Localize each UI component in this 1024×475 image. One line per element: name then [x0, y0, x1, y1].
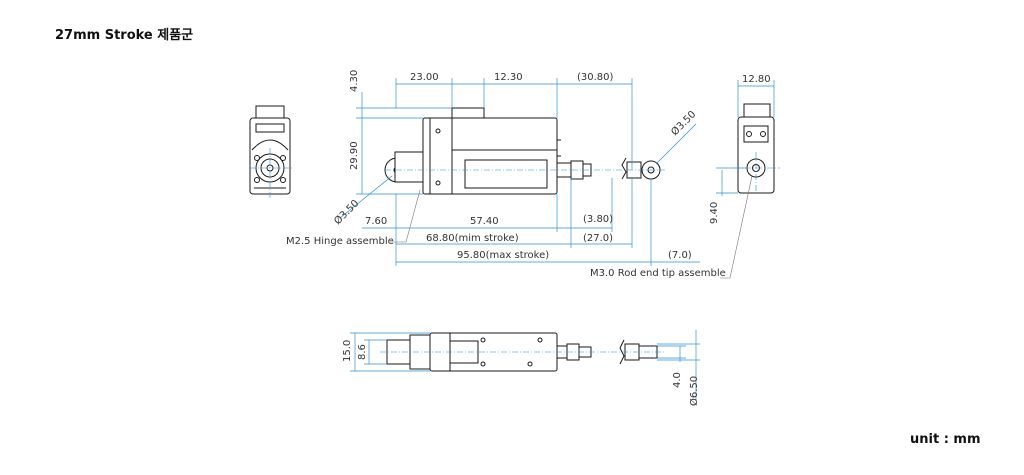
dim-ext-30: (30.80): [577, 72, 614, 83]
note-rod-end: M3.0 Rod end tip assemble: [590, 268, 726, 279]
right-end-view: [734, 103, 780, 196]
front-end-view: [249, 105, 292, 200]
dim-hinge-7: 7.60: [365, 216, 387, 227]
dim-top-height: 4.30: [349, 70, 360, 92]
dim-body-height: 29.90: [349, 141, 360, 170]
dim-seg-23: 23.00: [410, 72, 439, 83]
main-side-view: [384, 107, 665, 195]
dim-max-stroke: 95.80(max stroke): [457, 250, 549, 261]
dim-bottom-4: 4.0: [672, 372, 683, 388]
dim-hole-right: Ø3.50: [669, 108, 699, 138]
page-title: 27mm Stroke 제품군: [55, 28, 194, 43]
dim-min-stroke: 68.80(mim stroke): [426, 233, 519, 244]
dim-hole-left: Ø3.50: [332, 197, 362, 227]
dim-seg-12: 12.30: [494, 72, 523, 83]
dim-tip-3: (3.80): [583, 214, 613, 225]
bottom-view: [380, 332, 665, 372]
dim-bottom-65: Ø6.50: [688, 376, 700, 406]
dim-stroke-27: (27.0): [583, 233, 613, 244]
dimension-lines: [339, 78, 775, 400]
dim-body-57: 57.40: [470, 216, 499, 227]
dim-bottom-86: 8.6: [357, 344, 368, 360]
unit-label: unit : mm: [910, 432, 981, 447]
dim-bottom-15: 15.0: [342, 340, 353, 362]
dim-side-9: 9.40: [709, 202, 720, 224]
dim-tip-7: (7.0): [668, 250, 692, 261]
note-leaders: [390, 175, 753, 279]
note-hinge: M2.5 Hinge assemble: [286, 236, 394, 247]
dim-side-width: 12.80: [742, 74, 771, 85]
